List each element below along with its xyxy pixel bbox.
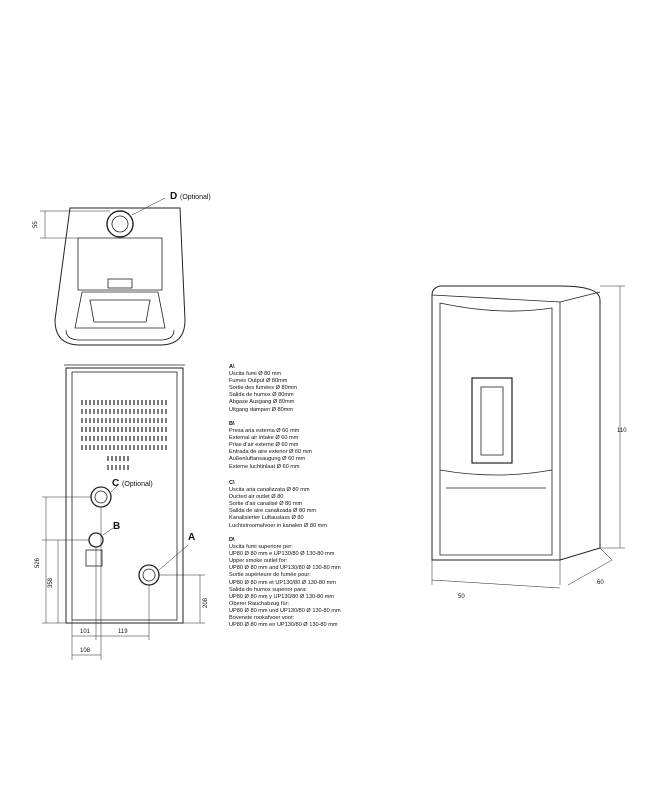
label-b: B bbox=[113, 521, 121, 532]
legend-line: Entrada de aire exterior Ø 60 mm bbox=[229, 449, 313, 456]
label-d-optional: (Optional) bbox=[180, 194, 211, 201]
top-view bbox=[40, 197, 186, 346]
legend-line: Bovenste rookafvoer voor: bbox=[229, 615, 295, 622]
dim-55: 55 bbox=[33, 221, 39, 228]
legend-line: Außenluftansaugung Ø 60 mm bbox=[229, 456, 306, 463]
legend-line: Externe luchtinlaat Ø 60 mm bbox=[229, 463, 300, 470]
legend-line: Uscita fumi superiore per: bbox=[229, 544, 293, 551]
legend-line: Upper smoke outlet for: bbox=[229, 558, 288, 565]
legend-line: External air intake Ø 60 mm bbox=[229, 435, 299, 442]
legend-c-title: C\ bbox=[229, 480, 235, 486]
legend-line: UP80 Ø 80 mm and UP130/80 Ø 130-80 mm bbox=[229, 565, 341, 572]
back-view bbox=[42, 364, 205, 660]
label-c: C (Optional) bbox=[112, 478, 153, 489]
legend-line: Sortie d'air canalisé Ø 80 mm bbox=[229, 501, 303, 508]
legend-line: Fumes Output Ø 80mm bbox=[229, 378, 288, 385]
legend-line: UP80 Ø 80 mm und UP130/80 Ø 130-80 mm bbox=[229, 607, 341, 614]
legend-d: D\Uscita fumi superiore per:UP80 Ø 80 mm… bbox=[229, 537, 341, 629]
label-c-optional: (Optional) bbox=[122, 481, 153, 488]
legend-line: Salida de aire canalizada Ø 80 mm bbox=[229, 508, 317, 515]
legend-b-title: B\ bbox=[229, 421, 235, 427]
legend-line: UP80 Ø 80 mm y UP130/80 Ø 130-80 mm bbox=[229, 593, 335, 600]
label-a: A bbox=[188, 532, 196, 543]
dim-60: 60 bbox=[597, 580, 604, 586]
legend-a-title: A\ bbox=[229, 364, 235, 370]
legend-line: Salida de humos Ø 80mm bbox=[229, 392, 294, 399]
dim-119: 119 bbox=[118, 629, 128, 635]
legend-line: Prise d'air externe Ø 60 mm bbox=[229, 442, 299, 449]
perspective-view bbox=[431, 285, 625, 589]
legend-line: Uitgang dampen Ø 80mm bbox=[229, 406, 294, 413]
label-c-letter: C bbox=[112, 478, 120, 489]
dim-526: 526 bbox=[35, 557, 41, 568]
dim-108: 108 bbox=[80, 648, 91, 654]
legend-line: Luchtstroomafvoer in kanalen Ø 80 mm bbox=[229, 522, 327, 529]
legend-line: Uscita aria canalizzata Ø 80 mm bbox=[229, 487, 310, 494]
legend-line: Sortie supérieure de fumée pour: bbox=[229, 572, 311, 579]
legend-line: UP80 Ø 80 mm et UP130/80 Ø 130-80 mm bbox=[229, 579, 336, 586]
legend-line: Uscita fumi Ø 80 mm bbox=[229, 371, 282, 378]
label-d-letter: D bbox=[170, 191, 178, 202]
legend-line: Ducted air outlet Ø 80 bbox=[229, 494, 284, 501]
legend-line: Abgase Ausgang Ø 80mm bbox=[229, 399, 295, 406]
dim-110: 110 bbox=[617, 428, 627, 434]
legend-line: Kanalisierter Luftauslass Ø 80 bbox=[229, 515, 304, 522]
legend-line: UP80 Ø 80 mm e UP130/80 Ø 130-80 mm bbox=[229, 551, 335, 558]
dim-208: 208 bbox=[203, 597, 209, 608]
legend-d-title: D\ bbox=[229, 537, 235, 543]
legend-line: Presa aria esterna Ø 60 mm bbox=[229, 428, 300, 435]
label-d: D (Optional) bbox=[170, 191, 211, 202]
legend-line: Salida de humos superior para: bbox=[229, 586, 307, 593]
dim-50: 50 bbox=[458, 594, 465, 600]
legend-line: UP80 Ø 80 mm en UP130/80 Ø 130-80 mm bbox=[229, 622, 338, 629]
legend-line: Oberer Rauchabzug für: bbox=[229, 600, 290, 607]
dim-358: 358 bbox=[48, 577, 54, 588]
legend-line: Sortie des fumées Ø 80mm bbox=[229, 385, 298, 392]
dim-101: 101 bbox=[80, 629, 91, 635]
